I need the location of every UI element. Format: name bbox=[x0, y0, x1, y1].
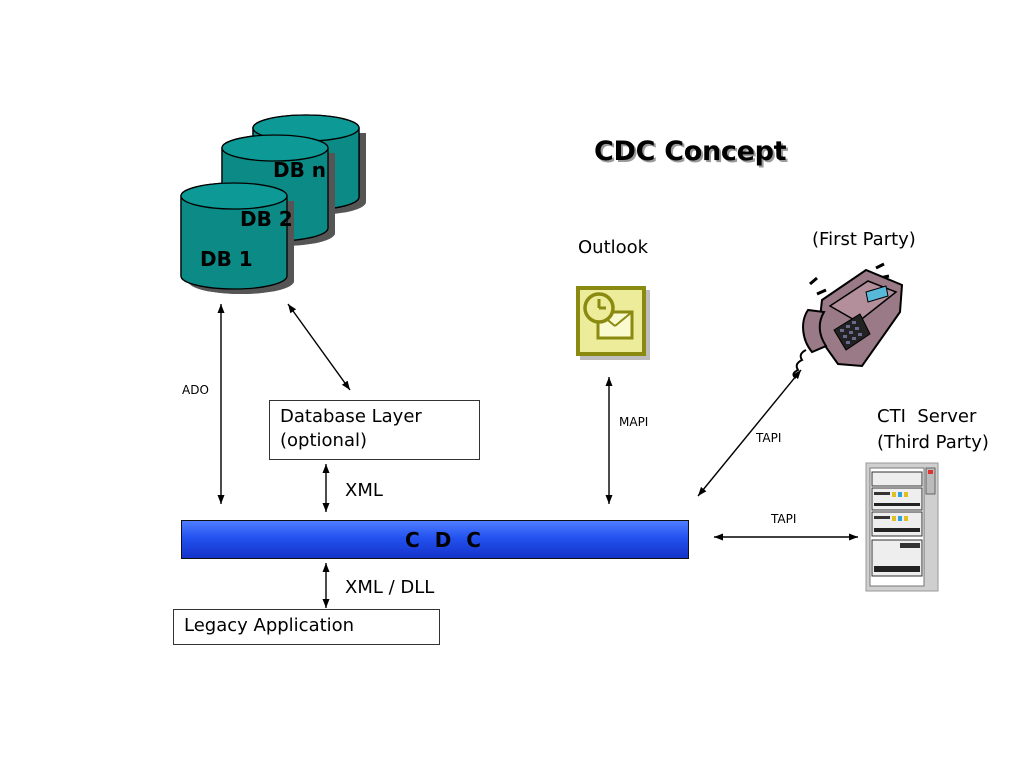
db-2-label: DB 2 bbox=[240, 207, 293, 231]
mapi-label: MAPI bbox=[619, 415, 649, 429]
db-n-label: DB n bbox=[273, 158, 327, 182]
db-to-layer-arrow bbox=[287, 303, 351, 391]
tapi-server-label: TAPI bbox=[771, 512, 797, 526]
ado-label: ADO bbox=[182, 383, 209, 397]
xml-label: XML bbox=[345, 480, 383, 501]
telephone-icon bbox=[792, 262, 904, 379]
db-1-label: DB 1 bbox=[200, 247, 253, 271]
cdc-label: C D C bbox=[405, 527, 485, 552]
outlook-label: Outlook bbox=[578, 237, 649, 258]
third-party-label: (Third Party) bbox=[877, 432, 989, 453]
tapi-phone-arrow bbox=[697, 369, 802, 497]
page-title: CDC Concept bbox=[594, 136, 787, 167]
tapi-phone-label: TAPI bbox=[756, 431, 782, 445]
database-cylinder-db1-front bbox=[180, 182, 294, 294]
xml-dll-label: XML / DLL bbox=[345, 577, 435, 598]
cti-server-icon bbox=[865, 462, 939, 592]
database-layer-box: Database Layer (optional) bbox=[269, 400, 480, 460]
cdc-bar: C D C bbox=[181, 520, 689, 559]
first-party-label: (First Party) bbox=[812, 229, 916, 250]
outlook-icon bbox=[576, 286, 650, 360]
cti-server-label: CTI Server bbox=[877, 406, 977, 427]
legacy-application-box: Legacy Application bbox=[173, 609, 440, 645]
